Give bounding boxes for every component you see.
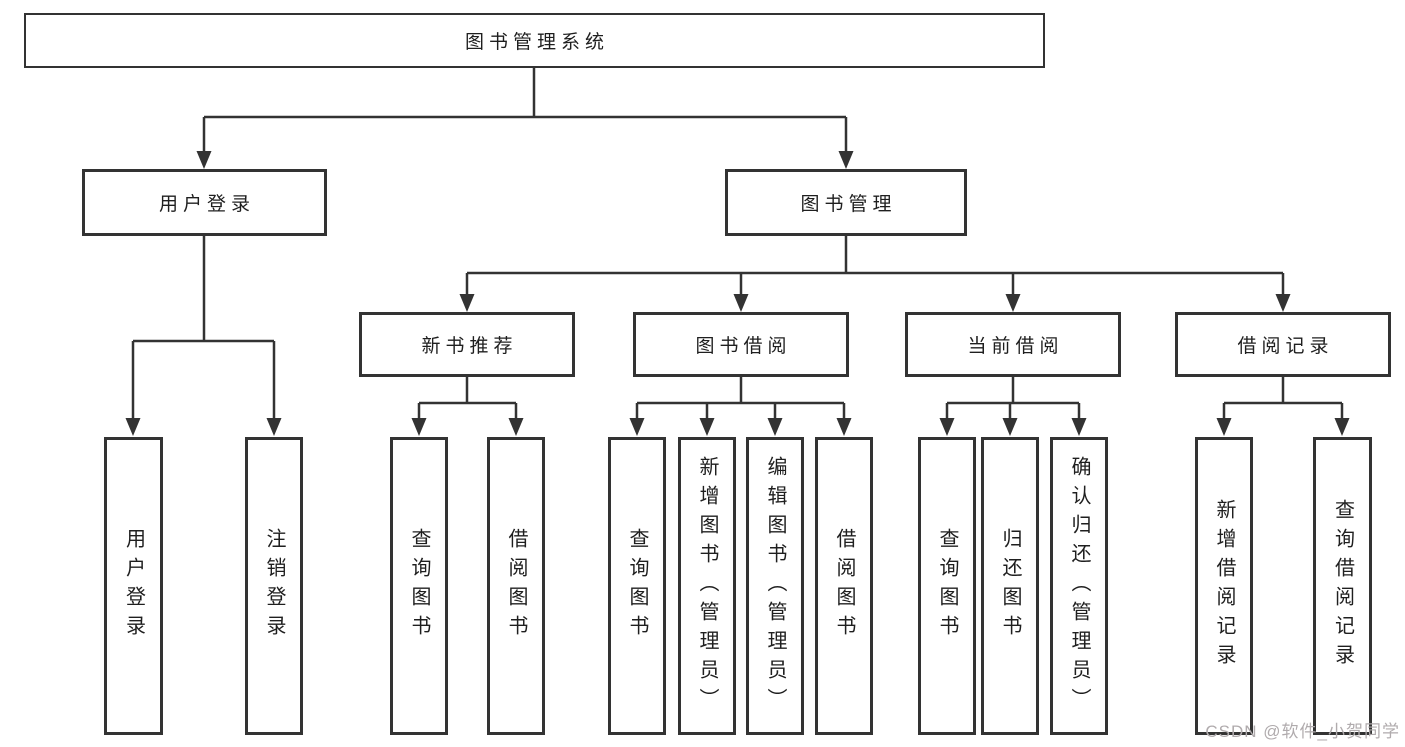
node-new-book-recommend: 新书推荐 — [359, 312, 575, 377]
node-system-root: 图书管理系统 — [24, 13, 1045, 68]
node-borrow-records: 借阅记录 — [1175, 312, 1391, 377]
leaf-label: 归还图书 — [999, 528, 1021, 644]
leaf-label: 查询图书 — [408, 528, 430, 644]
leaf-query-books-current: 查询图书 — [918, 437, 976, 735]
leaf-label: 查询图书 — [626, 528, 648, 644]
leaf-label: 注销登录 — [263, 528, 285, 644]
leaf-label: 查询借阅记录 — [1331, 499, 1354, 673]
leaf-label: 用户登录 — [122, 528, 145, 644]
leaf-confirm-return-admin: 确认归还（管理员） — [1050, 437, 1108, 735]
node-user-login-branch: 用户登录 — [82, 169, 327, 236]
leaf-query-books-recommend: 查询图书 — [390, 437, 448, 735]
leaf-borrow-books-recommend: 借阅图书 — [487, 437, 545, 735]
watermark-text: CSDN @软件_小贺同学 — [1205, 722, 1400, 741]
leaf-return-books: 归还图书 — [981, 437, 1039, 735]
leaf-label: 编辑图书（管理员） — [764, 455, 786, 717]
leaf-label: 借阅图书 — [833, 528, 855, 644]
leaf-user-login: 用户登录 — [104, 437, 163, 735]
leaf-label: 查询图书 — [936, 528, 958, 644]
leaf-logout: 注销登录 — [245, 437, 303, 735]
leaf-add-borrow-record: 新增借阅记录 — [1195, 437, 1253, 735]
leaf-query-books-borrow: 查询图书 — [608, 437, 666, 735]
leaf-add-books-admin: 新增图书（管理员） — [678, 437, 736, 735]
node-book-management-branch: 图书管理 — [725, 169, 967, 236]
leaf-label: 新增图书（管理员） — [696, 455, 718, 717]
leaf-label: 借阅图书 — [505, 528, 527, 644]
leaf-label: 确认归还（管理员） — [1068, 455, 1090, 717]
leaf-query-borrow-record: 查询借阅记录 — [1313, 437, 1372, 735]
leaf-label: 新增借阅记录 — [1213, 499, 1235, 673]
leaf-edit-books-admin: 编辑图书（管理员） — [746, 437, 804, 735]
node-book-borrow: 图书借阅 — [633, 312, 849, 377]
node-current-borrow: 当前借阅 — [905, 312, 1121, 377]
leaf-borrow-books: 借阅图书 — [815, 437, 873, 735]
